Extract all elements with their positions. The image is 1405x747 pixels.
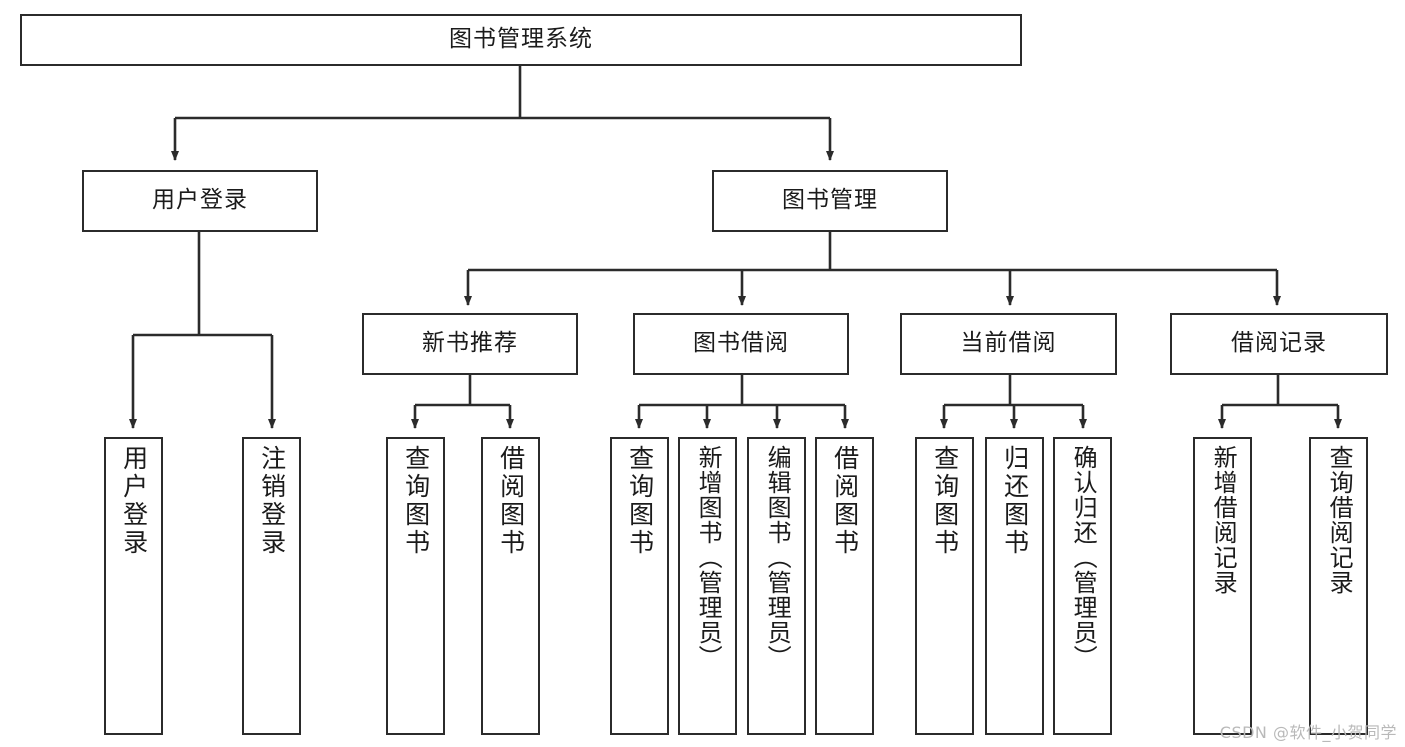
node-root[interactable]: 图书管理系统 <box>20 14 1022 66</box>
node-root-label: 图书管理系统 <box>449 26 593 53</box>
node-leaf-query-book-3-label: 查询图书 <box>930 445 960 557</box>
node-leaf-add-book-label: 新增图书（管理员） <box>694 445 723 670</box>
node-leaf-borrow-book-1-label: 借阅图书 <box>496 445 526 557</box>
node-leaf-return-book[interactable]: 归还图书 <box>985 437 1044 735</box>
node-leaf-query-book-2-label: 查询图书 <box>625 445 655 557</box>
node-current-borrow-label: 当前借阅 <box>960 330 1057 357</box>
node-new-book-rec[interactable]: 新书推荐 <box>362 313 578 375</box>
node-leaf-query-book-3[interactable]: 查询图书 <box>915 437 974 735</box>
node-leaf-edit-book-label: 编辑图书（管理员） <box>763 445 792 670</box>
node-leaf-add-record-label: 新增借阅记录 <box>1209 445 1238 595</box>
node-leaf-add-book[interactable]: 新增图书（管理员） <box>678 437 737 735</box>
node-leaf-edit-book[interactable]: 编辑图书（管理员） <box>747 437 806 735</box>
node-book-manage[interactable]: 图书管理 <box>712 170 948 232</box>
node-user-login-label: 用户登录 <box>152 187 248 214</box>
node-leaf-query-book-1[interactable]: 查询图书 <box>386 437 445 735</box>
node-leaf-user-login[interactable]: 用户登录 <box>104 437 163 735</box>
node-leaf-query-book-1-label: 查询图书 <box>401 445 431 557</box>
node-borrow-record[interactable]: 借阅记录 <box>1170 313 1388 375</box>
node-leaf-query-book-2[interactable]: 查询图书 <box>610 437 669 735</box>
node-leaf-query-record[interactable]: 查询借阅记录 <box>1309 437 1368 735</box>
node-leaf-borrow-book-1[interactable]: 借阅图书 <box>481 437 540 735</box>
node-leaf-logout[interactable]: 注销登录 <box>242 437 301 735</box>
node-borrow-record-label: 借阅记录 <box>1231 330 1327 357</box>
node-leaf-add-record[interactable]: 新增借阅记录 <box>1193 437 1252 735</box>
node-leaf-logout-label: 注销登录 <box>257 445 287 557</box>
node-book-manage-label: 图书管理 <box>782 187 878 214</box>
node-leaf-return-book-label: 归还图书 <box>1000 445 1030 557</box>
node-book-borrow-label: 图书借阅 <box>693 330 789 357</box>
node-leaf-user-login-label: 用户登录 <box>119 445 149 557</box>
node-book-borrow[interactable]: 图书借阅 <box>633 313 849 375</box>
node-current-borrow[interactable]: 当前借阅 <box>900 313 1117 375</box>
node-leaf-confirm-return-label: 确认归还（管理员） <box>1069 445 1098 670</box>
node-new-book-rec-label: 新书推荐 <box>422 330 518 357</box>
node-leaf-borrow-book-2-label: 借阅图书 <box>830 445 860 557</box>
node-leaf-confirm-return[interactable]: 确认归还（管理员） <box>1053 437 1112 735</box>
node-leaf-borrow-book-2[interactable]: 借阅图书 <box>815 437 874 735</box>
node-leaf-query-record-label: 查询借阅记录 <box>1325 445 1354 595</box>
node-user-login[interactable]: 用户登录 <box>82 170 318 232</box>
